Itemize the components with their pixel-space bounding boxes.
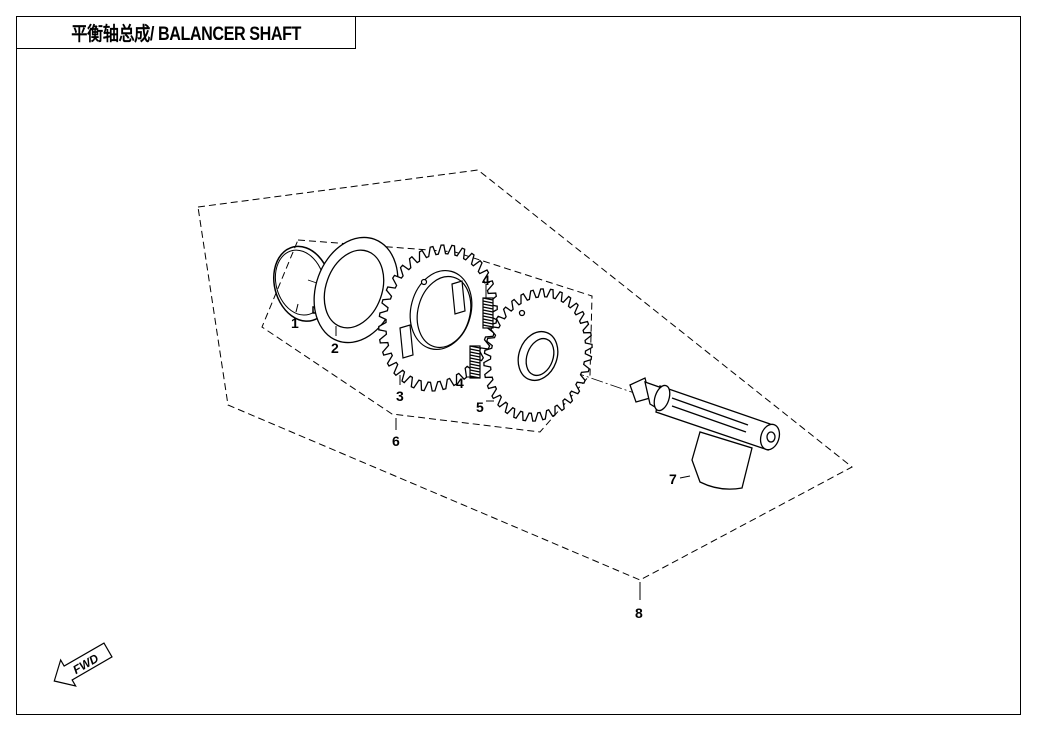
- leader-lines: [295, 284, 691, 600]
- callout-4b: 4: [456, 375, 464, 391]
- driven-gear-details: [399, 269, 473, 359]
- spring-parts: [469, 297, 494, 379]
- callout-labels: 1 2 3 4 4 5 6 7 8: [291, 272, 677, 621]
- callout-7: 7: [669, 471, 677, 487]
- assembly-6-outline: [261, 239, 593, 433]
- callout-4a: 4: [482, 272, 490, 288]
- balancer-shaft-part: [629, 377, 781, 490]
- callout-5: 5: [476, 399, 484, 415]
- callout-1: 1: [291, 315, 299, 331]
- washer-part: [313, 236, 399, 344]
- gear-hub: [517, 309, 559, 382]
- callout-3: 3: [396, 388, 404, 404]
- drawing-frame: [16, 16, 1021, 715]
- callout-8: 8: [635, 605, 643, 621]
- page-title: 平衡轴总成/ BALANCER SHAFT: [71, 24, 301, 45]
- title-box: 平衡轴总成/ BALANCER SHAFT: [16, 16, 356, 49]
- assembly-8-outline: [197, 169, 853, 581]
- callout-2: 2: [331, 340, 339, 356]
- callout-6: 6: [392, 433, 400, 449]
- fwd-arrow-icon: FWD: [53, 642, 113, 687]
